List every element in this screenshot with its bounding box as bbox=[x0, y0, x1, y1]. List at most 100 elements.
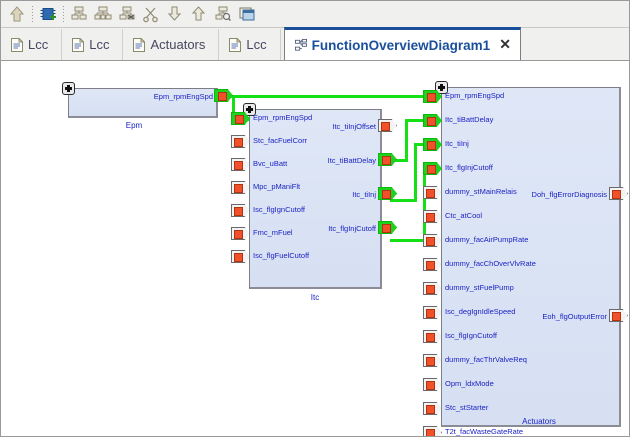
output-port-itc-tiinj[interactable] bbox=[378, 187, 397, 200]
input-port-actuators-13[interactable] bbox=[423, 402, 442, 415]
input-port-itc-2[interactable] bbox=[231, 158, 250, 171]
tab-lcc-3[interactable]: Lcc bbox=[219, 29, 281, 60]
port-indicator bbox=[234, 207, 243, 216]
port-indicator bbox=[426, 213, 435, 222]
port-indicator bbox=[382, 224, 391, 233]
input-port-actuators-3[interactable] bbox=[423, 162, 442, 175]
port-indicator bbox=[426, 261, 435, 270]
port-indicator bbox=[612, 190, 621, 199]
port-indicator bbox=[235, 115, 244, 124]
expand-icon-actuators[interactable] bbox=[435, 81, 448, 94]
port-label-act-in-4: dummy_stMainRelais bbox=[445, 187, 517, 196]
block-label-itc: Itc bbox=[310, 293, 320, 302]
port-label-itc-in-6: Isc_flgFuelCutoff bbox=[253, 251, 310, 260]
port-indicator bbox=[218, 92, 227, 101]
input-port-actuators-14[interactable] bbox=[423, 426, 442, 436]
diagram-delete-icon[interactable] bbox=[115, 2, 139, 26]
port-indicator bbox=[426, 237, 435, 246]
tab-label: Actuators bbox=[150, 37, 206, 52]
input-port-actuators-4[interactable] bbox=[423, 186, 442, 199]
port-indicator bbox=[426, 333, 435, 342]
input-port-actuators-11[interactable] bbox=[423, 354, 442, 367]
output-port-epm-rpmengspd[interactable] bbox=[214, 89, 233, 102]
port-indicator bbox=[427, 165, 436, 174]
tab-lcc-2[interactable]: Lcc bbox=[62, 29, 124, 60]
scissors-icon[interactable] bbox=[139, 2, 163, 26]
block-epm[interactable] bbox=[68, 88, 218, 118]
port-indicator bbox=[426, 309, 435, 318]
wire-segment bbox=[390, 159, 408, 162]
up-arrow-icon[interactable] bbox=[5, 2, 29, 26]
port-label-act-in-6: dummy_facAirPumpRate bbox=[445, 235, 529, 244]
port-label-itc-out-1: Itc_tiBattDelay bbox=[327, 156, 376, 165]
port-label-act-in-12: Opm_ldxMode bbox=[445, 379, 494, 388]
input-port-itc-4[interactable] bbox=[231, 204, 250, 217]
diagram-search-icon[interactable] bbox=[211, 2, 235, 26]
input-port-actuators-7[interactable] bbox=[423, 258, 442, 271]
port-label-itc-out-3: Itc_flgInjCutoff bbox=[328, 224, 376, 233]
port-label-act-in-13: Stc_stStarter bbox=[445, 403, 489, 412]
input-port-itc-3[interactable] bbox=[231, 181, 250, 194]
port-indicator bbox=[234, 161, 243, 170]
component-add-icon[interactable] bbox=[36, 2, 60, 26]
wire-segment bbox=[414, 143, 417, 202]
block-actuators[interactable] bbox=[441, 87, 621, 427]
port-indicator bbox=[426, 189, 435, 198]
block-itc[interactable] bbox=[249, 109, 382, 289]
input-port-actuators-9[interactable] bbox=[423, 306, 442, 319]
input-port-actuators-6[interactable] bbox=[423, 234, 442, 247]
tab-function-overview-diagram1[interactable]: FunctionOverviewDiagram1 ✕ bbox=[283, 27, 521, 60]
output-port-eoh-flgoutputerror[interactable] bbox=[609, 309, 628, 322]
input-port-itc-6[interactable] bbox=[231, 250, 250, 263]
port-indicator bbox=[426, 381, 435, 390]
port-indicator bbox=[427, 141, 436, 150]
wire-segment bbox=[390, 199, 417, 202]
expand-icon-epm[interactable] bbox=[62, 82, 75, 95]
port-label-act-in-8: dummy_stFuelPump bbox=[445, 283, 514, 292]
port-label-itc-out-2: Itc_tiInj bbox=[352, 190, 376, 199]
input-port-actuators-8[interactable] bbox=[423, 282, 442, 295]
toolbar-separator bbox=[29, 4, 36, 24]
output-port-doh-flgerrordiagnosis[interactable] bbox=[609, 187, 628, 200]
port-label-act-in-1: Itc_tiBattDelay bbox=[445, 115, 494, 124]
tab-bar: Lcc Lcc Actuators bbox=[1, 27, 629, 61]
input-port-actuators-12[interactable] bbox=[423, 378, 442, 391]
tab-label: Lcc bbox=[246, 37, 267, 52]
document-icon bbox=[133, 37, 146, 52]
diagram-group-icon[interactable] bbox=[91, 2, 115, 26]
output-port-itc-tiinjoffset[interactable] bbox=[378, 119, 397, 132]
port-label-itc-in-3: Mpc_pManiFlt bbox=[253, 182, 301, 191]
input-port-actuators-10[interactable] bbox=[423, 330, 442, 343]
tab-label: FunctionOverviewDiagram1 bbox=[311, 37, 491, 53]
diagram-canvas[interactable]: Epm_rpmEngSpd Epm Epm_rpmEngSpd Stc_facF… bbox=[1, 61, 629, 436]
output-port-itc-flginjcutoff[interactable] bbox=[378, 221, 397, 234]
input-port-itc-5[interactable] bbox=[231, 227, 250, 240]
input-port-itc-0[interactable] bbox=[231, 112, 250, 125]
wire-segment bbox=[390, 239, 426, 242]
port-label-act-in-14: T2t_facWasteGateRate bbox=[445, 427, 524, 436]
input-port-actuators-2[interactable] bbox=[423, 138, 442, 151]
port-indicator bbox=[382, 156, 391, 165]
port-label-itc-in-2: Bvc_uBatt bbox=[253, 159, 288, 168]
upload-arrow-icon[interactable] bbox=[187, 2, 211, 26]
port-indicator bbox=[427, 117, 436, 126]
wire-segment bbox=[232, 95, 235, 121]
expand-icon-itc[interactable] bbox=[243, 103, 256, 116]
tab-actuators[interactable]: Actuators bbox=[123, 29, 220, 60]
output-port-itc-tibattdelay[interactable] bbox=[378, 153, 397, 166]
port-label-itc-in-5: Fmc_mFuel bbox=[253, 228, 293, 237]
port-indicator bbox=[381, 122, 390, 131]
document-icon bbox=[11, 37, 23, 52]
input-port-itc-1[interactable] bbox=[231, 135, 250, 148]
window-switch-icon[interactable] bbox=[235, 2, 259, 26]
input-port-actuators-5[interactable] bbox=[423, 210, 442, 223]
input-port-actuators-1[interactable] bbox=[423, 114, 442, 127]
close-icon[interactable]: ✕ bbox=[499, 36, 511, 52]
diagram-copy-icon[interactable] bbox=[67, 2, 91, 26]
input-port-actuators-0[interactable] bbox=[423, 90, 442, 103]
port-label-act-in-11: dummy_facThrValveReq bbox=[445, 355, 527, 364]
download-arrow-icon[interactable] bbox=[163, 2, 187, 26]
port-label-itc-out-0: Itc_tiInjOffset bbox=[332, 122, 376, 131]
tab-lcc-1[interactable]: Lcc bbox=[1, 29, 63, 60]
port-indicator bbox=[234, 138, 243, 147]
